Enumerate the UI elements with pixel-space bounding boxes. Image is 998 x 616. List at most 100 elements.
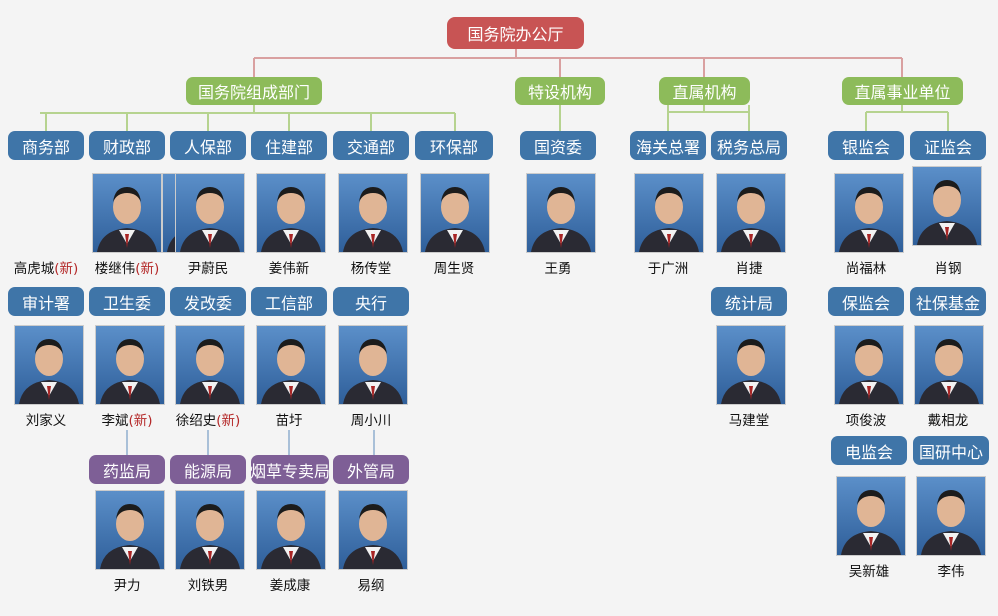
- person-name: 于广洲: [618, 257, 718, 277]
- dept-label[interactable]: 烟草专卖局: [250, 455, 330, 484]
- portrait-photo: [338, 490, 408, 570]
- dept-label[interactable]: 人保部: [170, 131, 246, 160]
- portrait-photo: [912, 166, 982, 246]
- name-text: 肖捷: [735, 261, 763, 277]
- dept-label[interactable]: 海关总署: [630, 131, 706, 160]
- dept-label[interactable]: 交通部: [333, 131, 409, 160]
- name-text: 易纲: [357, 578, 385, 594]
- name-text: 于广洲: [647, 261, 689, 277]
- portrait-photo: [420, 173, 490, 253]
- portrait-photo: [95, 325, 165, 405]
- portrait-photo: [634, 173, 704, 253]
- new-tag: (新): [216, 413, 241, 429]
- name-text: 周生贤: [433, 261, 475, 277]
- person-name: 高虎城(新): [0, 257, 96, 277]
- portrait-photo: [338, 325, 408, 405]
- dept-label[interactable]: 工信部: [251, 287, 327, 316]
- dept-label[interactable]: 银监会: [828, 131, 904, 160]
- dept-label[interactable]: 住建部: [251, 131, 327, 160]
- person-name: 苗圩: [239, 409, 339, 429]
- new-tag: (新): [135, 261, 160, 277]
- dept-label[interactable]: 社保基金: [910, 287, 986, 316]
- person-name: 李斌(新): [77, 409, 177, 429]
- portrait-photo: [92, 173, 162, 253]
- dept-label[interactable]: 央行: [333, 287, 409, 316]
- person-name: 吴新雄: [819, 560, 919, 580]
- person-name: 李伟: [901, 560, 998, 580]
- portrait-photo: [916, 476, 986, 556]
- dept-label[interactable]: 国资委: [520, 131, 596, 160]
- person-name: 楼继伟(新): [77, 257, 177, 277]
- name-text: 杨传堂: [350, 261, 392, 277]
- dept-label[interactable]: 国研中心: [913, 436, 989, 465]
- dept-label[interactable]: 商务部: [8, 131, 84, 160]
- portrait-photo: [914, 325, 984, 405]
- portrait-photo: [175, 173, 245, 253]
- person-name: 王勇: [508, 257, 608, 277]
- name-text: 姜成康: [269, 578, 311, 594]
- dept-label[interactable]: 财政部: [89, 131, 165, 160]
- portrait-photo: [716, 325, 786, 405]
- portrait-photo: [175, 490, 245, 570]
- name-text: 徐绍史: [175, 413, 217, 429]
- person-name: 尹蔚民: [158, 257, 258, 277]
- category-zhishu[interactable]: 直属机构: [659, 77, 750, 105]
- portrait-photo: [834, 173, 904, 253]
- dept-label[interactable]: 统计局: [711, 287, 787, 316]
- dept-label[interactable]: 能源局: [170, 455, 246, 484]
- category-shiye[interactable]: 直属事业单位: [842, 77, 963, 105]
- person-name: 周小川: [321, 409, 421, 429]
- person-name: 刘铁男: [158, 574, 258, 594]
- name-text: 王勇: [544, 261, 572, 277]
- dept-label[interactable]: 审计署: [8, 287, 84, 316]
- name-text: 李伟: [937, 564, 965, 580]
- dept-label[interactable]: 卫生委: [89, 287, 165, 316]
- name-text: 姜伟新: [268, 261, 310, 277]
- portrait-photo: [95, 490, 165, 570]
- person-name: 肖钢: [898, 257, 998, 277]
- name-text: 项俊波: [845, 413, 887, 429]
- person-name: 马建堂: [699, 409, 799, 429]
- dept-label[interactable]: 税务总局: [711, 131, 787, 160]
- person-name: 周生贤: [404, 257, 504, 277]
- name-text: 刘家义: [25, 413, 67, 429]
- dept-label[interactable]: 证监会: [910, 131, 986, 160]
- person-name: 项俊波: [816, 409, 916, 429]
- person-name: 尚福林: [816, 257, 916, 277]
- dept-label[interactable]: 环保部: [415, 131, 493, 160]
- portrait-photo: [256, 490, 326, 570]
- name-text: 肖钢: [934, 261, 962, 277]
- portrait-photo: [14, 325, 84, 405]
- dept-label[interactable]: 外管局: [333, 455, 409, 484]
- name-text: 苗圩: [275, 413, 303, 429]
- portrait-photo: [836, 476, 906, 556]
- new-tag: (新): [128, 413, 153, 429]
- name-text: 马建堂: [728, 413, 770, 429]
- person-name: 刘家义: [0, 409, 96, 429]
- name-text: 尹力: [113, 578, 141, 594]
- portrait-photo: [834, 325, 904, 405]
- portrait-photo: [716, 173, 786, 253]
- portrait-photo: [256, 173, 326, 253]
- person-name: 姜伟新: [239, 257, 339, 277]
- name-text: 尚福林: [845, 261, 887, 277]
- dept-label[interactable]: 药监局: [89, 455, 165, 484]
- name-text: 戴相龙: [927, 413, 969, 429]
- new-tag: (新): [54, 261, 79, 277]
- name-text: 周小川: [350, 413, 392, 429]
- name-text: 刘铁男: [187, 578, 229, 594]
- category-zucheng[interactable]: 国务院组成部门: [186, 77, 322, 105]
- portrait-photo: [175, 325, 245, 405]
- dept-label[interactable]: 发改委: [170, 287, 246, 316]
- name-text: 楼继伟: [94, 261, 136, 277]
- person-name: 姜成康: [240, 574, 340, 594]
- root-node[interactable]: 国务院办公厅: [447, 17, 584, 49]
- portrait-photo: [338, 173, 408, 253]
- person-name: 徐绍史(新): [158, 409, 258, 429]
- dept-label[interactable]: 电监会: [831, 436, 907, 465]
- portrait-photo: [256, 325, 326, 405]
- person-name: 肖捷: [699, 257, 799, 277]
- dept-label[interactable]: 保监会: [828, 287, 904, 316]
- category-teshe[interactable]: 特设机构: [515, 77, 605, 105]
- person-name: 易纲: [321, 574, 421, 594]
